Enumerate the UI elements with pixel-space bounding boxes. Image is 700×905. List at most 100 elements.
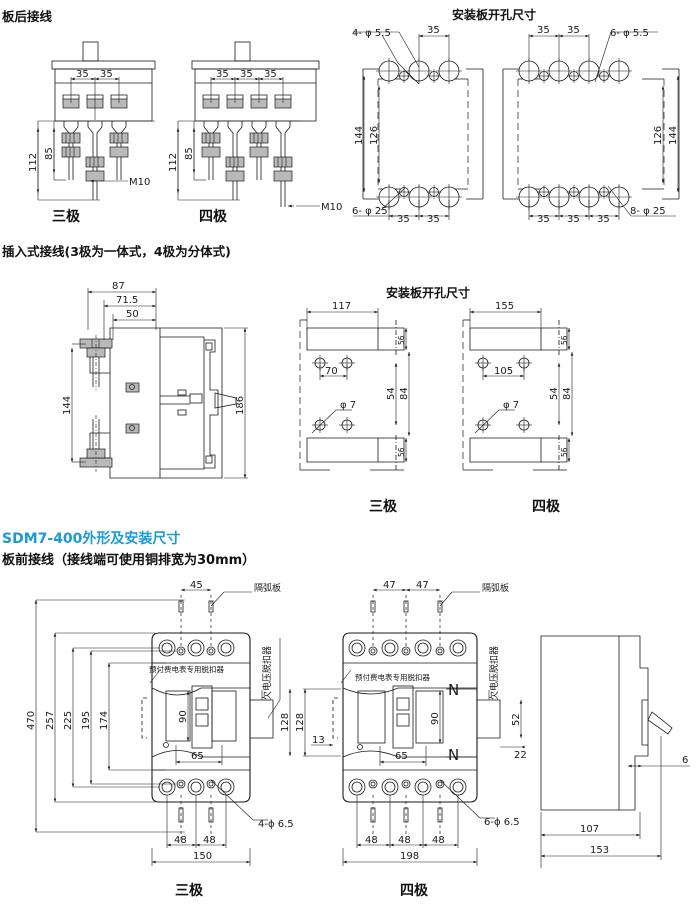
dim-pplate3-56b: 56: [397, 447, 406, 457]
dim-pplate3-70: 70: [325, 366, 338, 377]
note-front4-holes: 6-ϕ 6.5: [484, 817, 520, 828]
label-undervoltage-3p: 欠电压脱扣器: [261, 646, 273, 700]
caption-rear-3pole: 三极: [52, 209, 80, 225]
caption-front-3pole: 三极: [175, 883, 203, 899]
note-plate3-bottom: 6- φ 25: [352, 206, 388, 217]
dim-pplate3-phi7: φ 7: [340, 400, 356, 411]
plugin-plate-4pole-drawing: 155 105 φ 7 56 56 54 84: [462, 301, 574, 471]
caption-front-4pole: 四极: [400, 883, 428, 899]
label-neutral-top: N: [448, 681, 459, 699]
dim-rear3-112: 112: [28, 153, 39, 172]
dim-pplate4-84: 84: [562, 387, 573, 400]
note-plate4-bottom: 8- φ 25: [630, 206, 666, 217]
title-mount-plate-mid: 安装板开孔尺寸: [386, 286, 471, 300]
dim-plate3-pitch-b1: 35: [397, 214, 410, 225]
dim-rear4-pitch-3: 35: [264, 69, 277, 80]
dim-plugin-715: 71.5: [116, 295, 138, 306]
heading-plug-in-wiring: 插入式接线(3极为一体式，4极为分体式): [2, 244, 231, 259]
label-prepaid-release-4p: 预付费电表专用脱扣器: [355, 672, 430, 682]
dim-front4-48c: 48: [432, 835, 445, 846]
dim-pplate3-84: 84: [399, 387, 410, 400]
dim-plate3-pitch-top: 35: [427, 25, 440, 36]
dim-plate3-126: 126: [369, 126, 380, 145]
label-arc-barrier-3p: 隔弧板: [254, 582, 281, 594]
heading-front-wiring-subtitle: 板前接线（接线端可使用铜排宽为30mm）: [2, 553, 256, 568]
dim-plugin-144: 144: [62, 396, 73, 415]
dim-rear3-pitch-1: 35: [76, 69, 89, 80]
dim-front3-225: 225: [63, 711, 74, 730]
dim-front3-150: 150: [193, 851, 212, 862]
note-plate3-top: 4- φ 5.5: [352, 28, 391, 39]
dim-side-6: 6: [682, 755, 688, 766]
dim-pplate3-54: 54: [386, 387, 397, 400]
rear-wiring-4pole-drawing: 35 35 35: [168, 41, 342, 213]
mount-plate-4pole-drawing: 35 35 35 35 35 144 126 6- φ 5.5 8- φ 25: [502, 25, 680, 225]
dim-front3-195: 195: [81, 711, 92, 730]
label-prepaid-release-3p: 预付费电表专用脱扣器: [149, 664, 224, 674]
dim-pplate3-117: 117: [332, 301, 351, 312]
front-4pole-drawing: 47 47 N N 90: [295, 580, 527, 866]
dim-pplate4-105: 105: [494, 366, 513, 377]
dim-front4-22: 22: [514, 750, 527, 761]
dim-front3-470: 470: [26, 711, 37, 730]
dim-front3-257: 257: [45, 711, 56, 730]
dim-front3-48b: 48: [203, 835, 216, 846]
dim-front3-45: 45: [190, 580, 203, 591]
dim-front3-128: 128: [280, 713, 291, 732]
dim-plate4-pitch-t2: 35: [567, 25, 580, 36]
dim-front4-90: 90: [430, 712, 441, 725]
front-3pole-drawing: 45 65 90: [26, 580, 294, 866]
label-arc-barrier-4p: 隔弧板: [482, 582, 509, 594]
heading-front-wiring-title: SDM7-400外形及安装尺寸: [2, 531, 181, 547]
rear-wiring-3pole-drawing: 35 35: [28, 41, 156, 201]
dim-rear4-85: 85: [184, 147, 195, 160]
dim-front4-47b: 47: [416, 580, 429, 591]
dim-front3-90: 90: [178, 710, 189, 723]
dim-plugin-87: 87: [112, 281, 125, 292]
dim-rear4-M10: M10: [321, 202, 342, 213]
dim-plugin-50: 50: [126, 309, 139, 320]
dim-plate3-144: 144: [354, 126, 365, 145]
front-side-view-drawing: 6 107 153: [540, 635, 690, 868]
dim-front4-128: 128: [295, 713, 306, 732]
dim-front4-48b: 48: [398, 835, 411, 846]
dim-side-153: 153: [590, 845, 609, 856]
plugin-plate-3pole-drawing: 117 70 φ 7 56 56 54 84: [299, 301, 411, 471]
dim-rear4-112: 112: [168, 153, 179, 172]
caption-plugin-3pole: 三极: [369, 499, 397, 515]
label-undervoltage-4p: 欠电压脱扣器: [488, 646, 500, 700]
dim-front4-48a: 48: [365, 835, 378, 846]
dim-plate4-pitch-b3: 35: [597, 214, 610, 225]
mount-plate-3pole-drawing: 35 35 35 144 126 4- φ 5.5 6- φ 25: [352, 25, 484, 225]
plugin-body-drawing: 87 71.5 50 144 186: [62, 281, 248, 479]
dim-front4-198: 198: [400, 851, 419, 862]
dim-plugin-186: 186: [235, 396, 246, 415]
dim-front4-47a: 47: [383, 580, 396, 591]
dim-pplate4-56a: 56: [560, 335, 569, 345]
dim-rear4-pitch-2: 35: [240, 69, 253, 80]
dim-side-107: 107: [580, 824, 599, 835]
note-front3-holes: 4-ϕ 6.5: [258, 819, 294, 830]
dim-front4-65: 65: [395, 751, 408, 762]
dim-front3-48a: 48: [174, 835, 187, 846]
dim-plate4-pitch-b2: 35: [567, 214, 580, 225]
dim-plate4-126: 126: [653, 126, 664, 145]
dim-plate4-pitch-b1: 35: [537, 214, 550, 225]
heading-rear-wiring: 板后接线: [2, 9, 53, 24]
dim-rear3-85: 85: [44, 147, 55, 160]
dim-plate4-144: 144: [668, 126, 679, 145]
dim-pplate4-56b: 56: [560, 447, 569, 457]
dim-pplate4-54: 54: [549, 387, 560, 400]
dim-front4-13: 13: [312, 735, 325, 746]
label-neutral-bottom: N: [448, 746, 459, 764]
caption-plugin-4pole: 四极: [532, 499, 560, 515]
note-plate4-top: 6- φ 5.5: [610, 28, 649, 39]
title-mount-plate-top: 安装板开孔尺寸: [452, 8, 537, 22]
dim-rear3-pitch-2: 35: [100, 69, 113, 80]
dim-rear3-M10: M10: [129, 177, 150, 188]
dim-plate4-pitch-t1: 35: [537, 25, 550, 36]
dim-rear4-pitch-1: 35: [216, 69, 229, 80]
caption-rear-4pole: 四极: [199, 209, 227, 225]
